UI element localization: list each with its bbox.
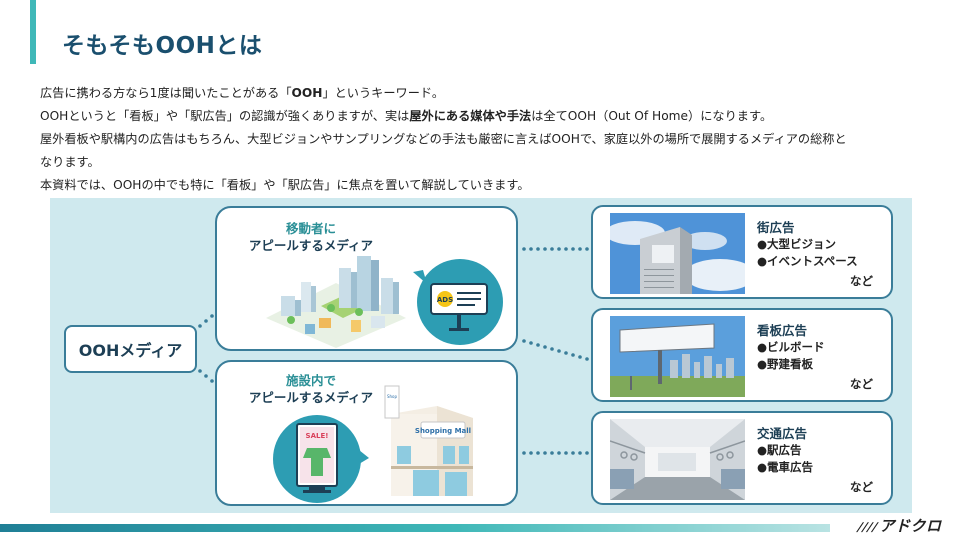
- media-items-street: ●大型ビジョン ●イベントスペース: [757, 236, 858, 270]
- moving-panel-title-line-2: アピールするメディア: [248, 238, 374, 253]
- media-item: ●野建看板: [757, 357, 814, 371]
- media-items-billboard: ●ビルボード ●野建看板: [757, 339, 825, 373]
- media-item: ●駅広告: [757, 443, 802, 457]
- media-item: ●ビルボード: [757, 340, 825, 354]
- facility-panel-title: 施設内で アピールするメディア: [231, 372, 391, 406]
- media-title-billboard: 看板広告: [757, 323, 808, 338]
- intro-line-1: 広告に携わる方なら1度は聞いたことがある「OOH」というキーワード。: [40, 82, 940, 105]
- intro-line-1-bold: OOH: [291, 86, 323, 100]
- slide-title: そもそもOOHとは: [62, 33, 263, 59]
- intro-line-4: なります。: [40, 155, 100, 169]
- media-etc-transit: など: [850, 480, 873, 494]
- media-item: ●大型ビジョン: [757, 237, 837, 251]
- shopping-mall-illustration: Shop Shopping Mall: [384, 385, 473, 496]
- svg-text:Shop: Shop: [387, 394, 398, 399]
- intro-line-1-pre: 広告に携わる方なら1度は聞いたことがある「: [40, 86, 292, 100]
- logo-slash-marks-icon: ////: [855, 520, 881, 534]
- media-title-transit: 交通広告: [757, 426, 808, 441]
- title-accent-bar: [30, 0, 36, 64]
- facility-panel-title-line-1: 施設内で: [285, 373, 336, 388]
- intro-line-1-post: 」というキーワード。: [322, 86, 445, 100]
- media-card-street: 街広告 ●大型ビジョン ●イベントスペース など: [591, 205, 893, 299]
- intro-line-3: 屋外看板や駅構内の広告はもちろん、大型ビジョンやサンプリングなどの手法も厳密に言…: [40, 132, 847, 146]
- media-items-transit: ●駅広告 ●電車広告: [757, 442, 813, 476]
- moving-panel-title: 移動者に アピールするメディア: [231, 220, 391, 254]
- street-building-photo: [610, 213, 745, 294]
- intro-line-2: OOHというと「看板」や「駅広告」の認識が強くありますが、実は屋外にある媒体や手…: [40, 105, 940, 128]
- ooh-media-root-box: OOHメディア: [64, 325, 197, 373]
- footer-gradient-line: [0, 524, 830, 532]
- billboard-ads-icon: ADS: [413, 259, 503, 345]
- media-etc-billboard: など: [850, 377, 873, 391]
- mall-sign: Shopping Mall: [415, 427, 471, 435]
- media-item: ●イベントスペース: [757, 254, 858, 268]
- ads-label: ADS: [437, 296, 453, 304]
- media-item: ●電車広告: [757, 460, 814, 474]
- intro-line-2-pre: OOHというと「看板」や「駅広告」の認識が強くありますが、実は: [40, 109, 410, 123]
- connector-dots: [198, 247, 589, 455]
- media-etc-street: など: [850, 274, 873, 288]
- sale-label: SALE!: [306, 432, 329, 440]
- adcro-logo: ////アドクロ: [855, 515, 942, 536]
- moving-panel-title-line-1: 移動者に: [285, 221, 336, 236]
- intro-line-2-post: は全てOOH（Out Of Home）になります。: [531, 109, 773, 123]
- train-interior-photo: [610, 419, 745, 500]
- city-illustration: [266, 256, 406, 348]
- facility-panel-title-line-2: アピールするメディア: [248, 390, 374, 405]
- intro-text: 広告に携わる方なら1度は聞いたことがある「OOH」というキーワード。 OOHとい…: [40, 82, 940, 197]
- media-card-transit: 交通広告 ●駅広告 ●電車広告 など: [591, 411, 893, 505]
- sale-signage-icon: SALE!: [273, 415, 369, 503]
- in-facility-panel: 施設内で アピールするメディア SALE! Shop Shopping Mall: [215, 360, 518, 506]
- media-title-street: 街広告: [757, 220, 795, 235]
- moving-people-panel: 移動者に アピールするメディア ADS: [215, 206, 518, 351]
- billboard-photo: [610, 316, 745, 397]
- media-card-billboard: 看板広告 ●ビルボード ●野建看板 など: [591, 308, 893, 402]
- logo-text: アドクロ: [879, 517, 942, 535]
- intro-line-2-bold: 屋外にある媒体や手法: [409, 109, 532, 123]
- ooh-media-diagram: OOHメディア 移動者に アピールするメディア ADS: [50, 198, 912, 513]
- intro-line-5: 本資料では、OOHの中でも特に「看板」や「駅広告」に焦点を置いて解説していきます…: [40, 178, 530, 192]
